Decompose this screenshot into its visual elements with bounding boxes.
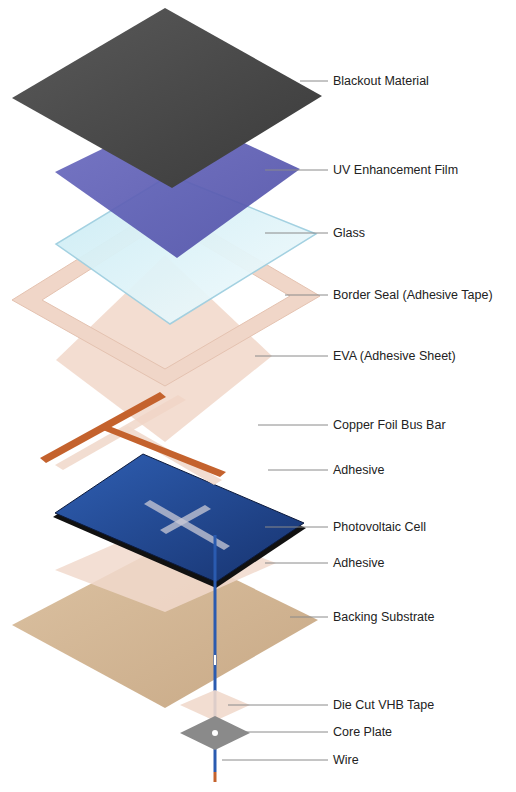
plate-hole xyxy=(212,730,218,736)
part-label: Copper Foil Bus Bar xyxy=(333,417,446,433)
part-label: Glass xyxy=(333,225,365,241)
part-label: Core Plate xyxy=(333,724,392,740)
part-label: Adhesive xyxy=(333,462,384,478)
part-label: Border Seal (Adhesive Tape) xyxy=(333,287,493,303)
core-plate xyxy=(180,716,250,750)
part-label: Adhesive xyxy=(333,555,384,571)
leader-lines xyxy=(222,81,328,760)
bus-bar-shadow xyxy=(160,505,211,534)
part-label: Backing Substrate xyxy=(333,609,434,625)
part-label: Photovoltaic Cell xyxy=(333,519,426,535)
part-label: EVA (Adhesive Sheet) xyxy=(333,348,456,364)
bus-bar-shadow xyxy=(144,500,230,550)
part-label: Blackout Material xyxy=(333,73,429,89)
part-label: UV Enhancement Film xyxy=(333,162,458,178)
part-label: Wire xyxy=(333,752,359,768)
wire-hole xyxy=(214,655,216,665)
blackout-sheet xyxy=(12,8,322,188)
copper-bus-bar xyxy=(98,424,226,477)
part-label: Die Cut VHB Tape xyxy=(333,697,434,713)
wire-tip xyxy=(214,772,217,782)
